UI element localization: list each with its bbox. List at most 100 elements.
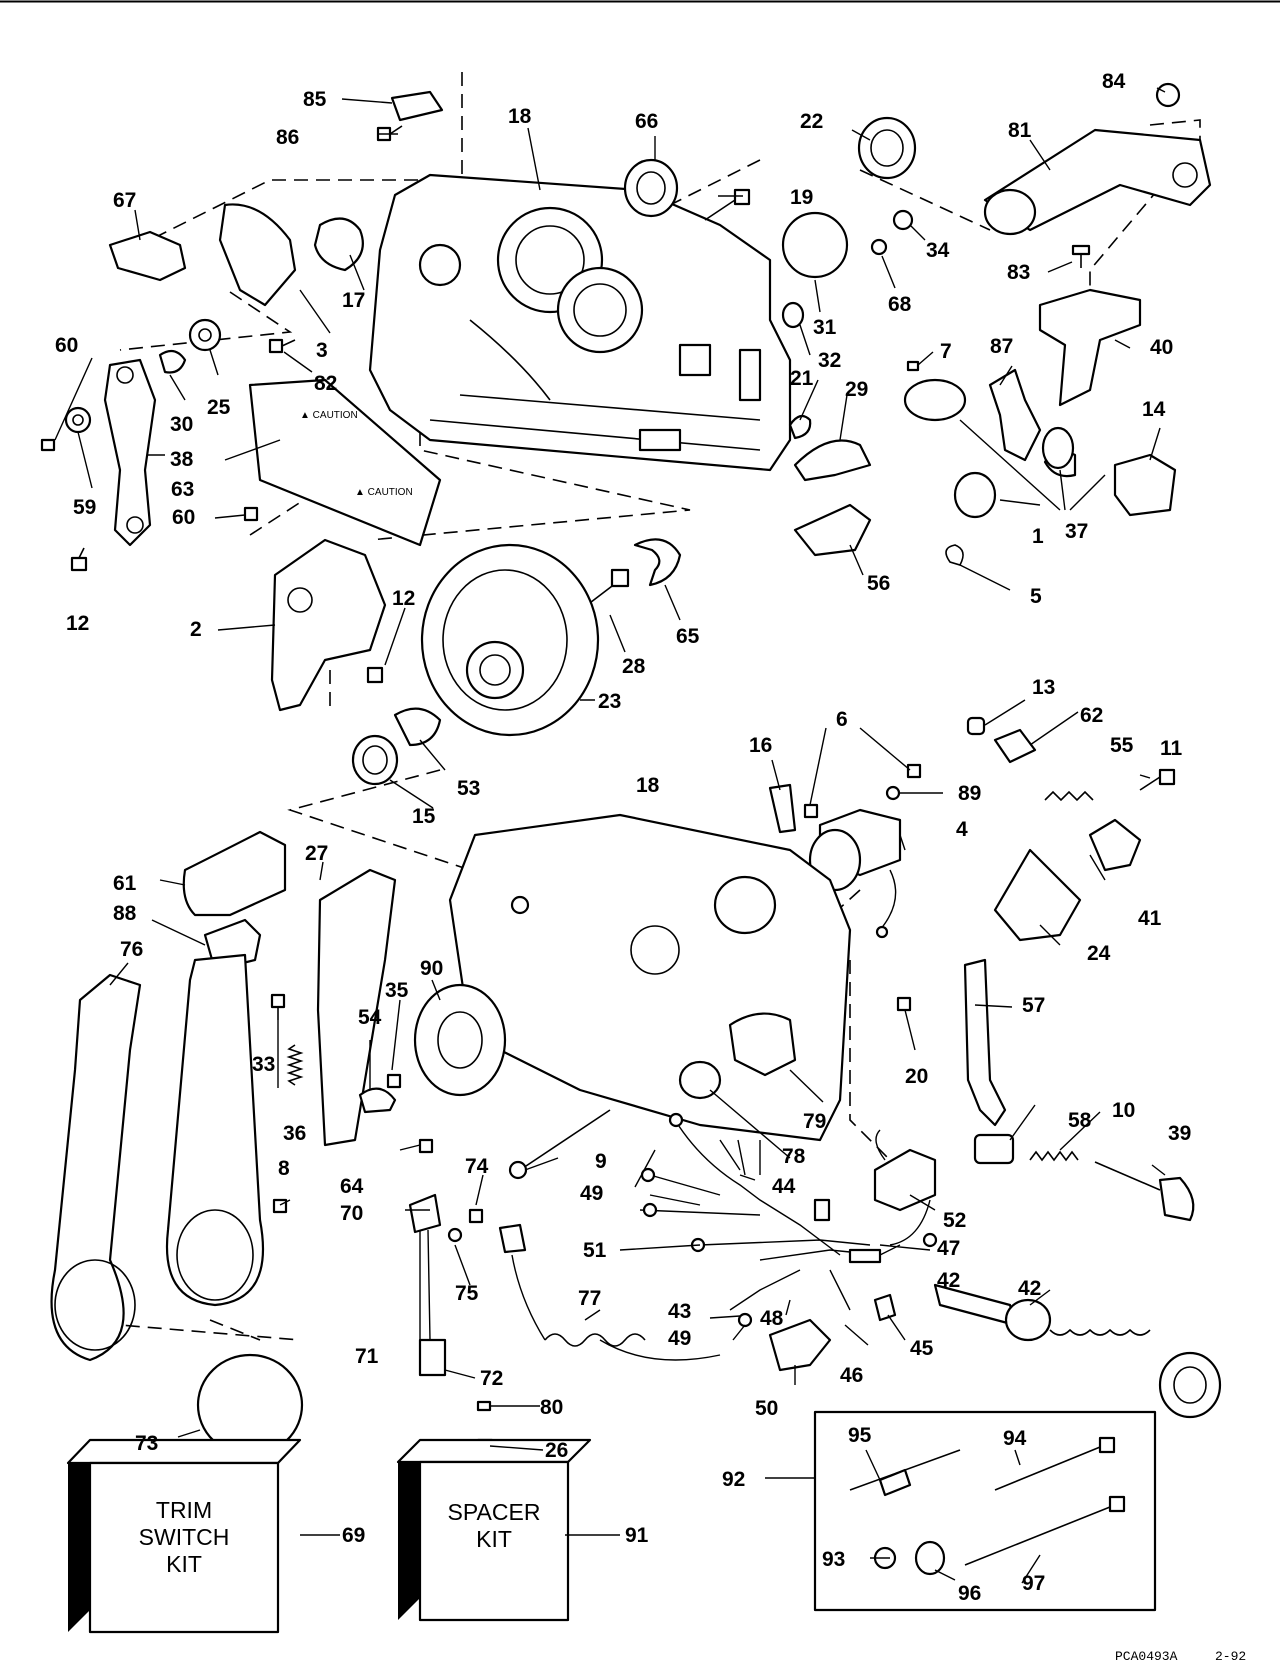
label-65: 65: [676, 625, 700, 648]
label-70: 70: [340, 1202, 363, 1225]
label-44: 44: [772, 1175, 796, 1198]
label-3: 3: [316, 339, 328, 362]
part-72-connector: [418, 1338, 447, 1377]
part-24-plate: [993, 848, 1082, 942]
label-12-left: 12: [66, 612, 89, 635]
part-81-arm: [983, 128, 1212, 236]
label-94: 94: [1003, 1427, 1027, 1450]
label-9: 9: [595, 1150, 607, 1173]
spacer-kit-line-2: KIT: [476, 1526, 512, 1552]
label-59: 59: [73, 496, 96, 519]
part-65-clip: [633, 538, 682, 587]
label-34: 34: [926, 239, 950, 262]
part-14-knob: [1113, 453, 1177, 517]
label-23: 23: [598, 690, 621, 713]
part-16-clip: [768, 783, 797, 834]
label-39: 39: [1168, 1122, 1191, 1145]
part-18-upper-housing: [368, 173, 792, 472]
label-60-lower: 60: [172, 506, 195, 529]
label-4: 4: [956, 818, 968, 841]
label-48: 48: [760, 1307, 784, 1330]
label-80: 80: [540, 1396, 563, 1419]
label-42-right: 42: [1018, 1277, 1041, 1300]
part-87-bracket: [988, 368, 1042, 462]
part-wiring-harness: [639, 1112, 938, 1328]
trim-kit-line-3: KIT: [166, 1551, 202, 1577]
part-10-spring: [1029, 1150, 1079, 1162]
label-20: 20: [905, 1065, 928, 1088]
label-74: 74: [465, 1155, 489, 1178]
part-32-spring: [788, 414, 812, 440]
part-13: [966, 716, 986, 736]
label-68: 68: [888, 293, 912, 316]
label-1: 1: [1032, 525, 1044, 548]
label-78: 78: [782, 1145, 806, 1168]
part-58-block: [973, 1133, 1015, 1165]
part-59-washer: [64, 406, 92, 434]
label-43: 43: [668, 1300, 691, 1323]
label-12-right: 12: [392, 587, 415, 610]
label-47: 47: [937, 1237, 960, 1260]
part-25-washer: [188, 318, 222, 352]
label-86: 86: [276, 126, 299, 149]
label-53: 53: [457, 777, 480, 800]
label-90: 90: [420, 957, 443, 980]
part-15-bushing: [351, 734, 399, 786]
part-34-nut: [892, 209, 914, 231]
label-27: 27: [305, 842, 328, 865]
spacer-kit-box: [396, 1438, 592, 1622]
spacer-kit-label: SPACER KIT: [448, 1499, 541, 1552]
part-19-screw: [704, 188, 751, 221]
leader-lines: [54, 87, 1166, 1584]
label-55: 55: [1110, 734, 1134, 757]
part-62: [993, 728, 1037, 764]
part-8-screw: [272, 1198, 288, 1214]
part-38-lever: [103, 358, 157, 547]
label-22: 22: [800, 110, 823, 133]
part-76-control-handle-outer: [50, 973, 142, 1362]
label-37: 37: [1065, 520, 1088, 543]
label-14: 14: [1142, 398, 1166, 421]
part-77-lanyard: [498, 1223, 721, 1361]
label-96: 96: [958, 1582, 981, 1605]
label-15: 15: [412, 805, 436, 828]
label-88: 88: [113, 902, 137, 925]
label-58: 58: [1068, 1109, 1092, 1132]
trim-switch-kit-box: [66, 1438, 302, 1634]
part-70-trim-switch: [408, 1193, 442, 1341]
part-66-grommet: [623, 158, 679, 218]
label-28: 28: [622, 655, 646, 678]
part-2-lever-plate: [270, 538, 387, 712]
label-62: 62: [1080, 704, 1103, 727]
label-38: 38: [170, 448, 194, 471]
label-7: 7: [940, 340, 952, 363]
label-54: 54: [358, 1006, 382, 1029]
label-16: 16: [749, 734, 772, 757]
label-67: 67: [113, 189, 136, 212]
label-19: 19: [790, 186, 813, 209]
part-97-bolt: [964, 1495, 1126, 1566]
label-52: 52: [943, 1209, 966, 1232]
label-56: 56: [867, 572, 890, 595]
trim-kit-line-1: TRIM: [156, 1497, 212, 1523]
part-42-harness-cable: [933, 1283, 1222, 1419]
label-84: 84: [1102, 70, 1126, 93]
trim-switch-kit-label: TRIM SWITCH KIT: [139, 1497, 230, 1577]
label-24: 24: [1087, 942, 1111, 965]
part-56: [793, 503, 872, 557]
part-84-nut: [1155, 82, 1181, 108]
label-93: 93: [822, 1548, 845, 1571]
label-11: 11: [1160, 737, 1183, 760]
part-67: [108, 230, 187, 282]
spacer-kit-line-1: SPACER: [448, 1499, 541, 1525]
part-82-screw: [268, 338, 296, 354]
part-96-spacer: [914, 1540, 946, 1576]
part-85-plate: [390, 90, 444, 122]
label-71: 71: [355, 1345, 379, 1368]
part-55-spring: [1044, 790, 1094, 802]
label-83: 83: [1007, 261, 1030, 284]
part-11-screw: [1139, 768, 1176, 791]
footer-code: PCA0493A: [1115, 1649, 1178, 1664]
label-76: 76: [120, 938, 143, 961]
